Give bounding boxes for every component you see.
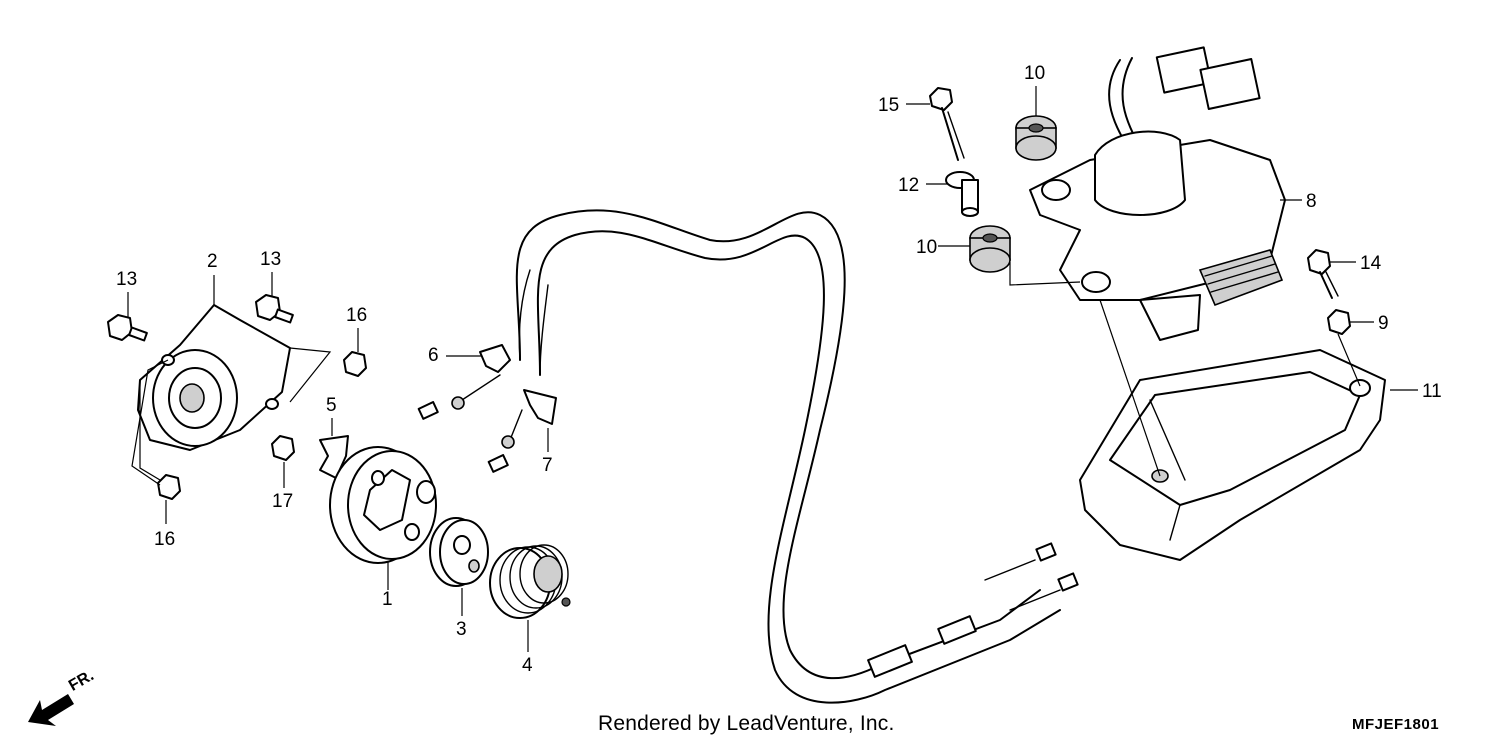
callout-6[interactable]: 6 bbox=[428, 345, 439, 366]
cable-holder-6 bbox=[479, 344, 511, 373]
cable-end bbox=[1057, 572, 1079, 592]
callout-10-top[interactable]: 10 bbox=[1024, 63, 1046, 84]
bracket-2 bbox=[137, 304, 291, 451]
callout-4[interactable]: 4 bbox=[522, 655, 533, 676]
cover-11 bbox=[1079, 349, 1386, 561]
callout-2[interactable]: 2 bbox=[207, 251, 218, 272]
callout-9[interactable]: 9 bbox=[1378, 313, 1389, 334]
cable-adjuster bbox=[937, 615, 977, 645]
callout-3[interactable]: 3 bbox=[456, 619, 467, 640]
pulley-3 bbox=[429, 517, 489, 587]
cable-holder-7 bbox=[523, 389, 557, 425]
callout-13-right[interactable]: 13 bbox=[260, 249, 282, 270]
pulley-1 bbox=[329, 446, 437, 564]
callout-15[interactable]: 15 bbox=[878, 95, 900, 116]
callout-1[interactable]: 1 bbox=[382, 589, 393, 610]
callout-5[interactable]: 5 bbox=[326, 395, 337, 416]
callout-8[interactable]: 8 bbox=[1306, 191, 1317, 212]
callout-7[interactable]: 7 bbox=[542, 455, 553, 476]
cable-assembly bbox=[515, 209, 1079, 704]
callout-13-left[interactable]: 13 bbox=[116, 269, 138, 290]
cable-end bbox=[1035, 542, 1057, 562]
leader-lines bbox=[127, 86, 1418, 652]
actuator-8 bbox=[1029, 46, 1286, 341]
callout-12[interactable]: 12 bbox=[898, 175, 920, 196]
callout-17[interactable]: 17 bbox=[272, 491, 294, 512]
credit-text: Rendered by LeadVenture, Inc. bbox=[598, 712, 895, 735]
bolt-14-washer-9 bbox=[1307, 249, 1351, 335]
arrow-down-left-icon bbox=[28, 694, 74, 726]
callout-16-top[interactable]: 16 bbox=[346, 305, 368, 326]
callout-11[interactable]: 11 bbox=[1422, 381, 1442, 402]
cable-adjuster bbox=[867, 644, 913, 678]
callout-14[interactable]: 14 bbox=[1360, 253, 1382, 274]
mount-hardware bbox=[929, 87, 1057, 273]
callout-10-bottom[interactable]: 10 bbox=[916, 237, 938, 258]
callout-16-bottom[interactable]: 16 bbox=[154, 529, 176, 550]
spring-4 bbox=[489, 544, 571, 619]
diagram-code: MFJEF1801 bbox=[1352, 716, 1440, 733]
cable-ends bbox=[417, 344, 557, 473]
